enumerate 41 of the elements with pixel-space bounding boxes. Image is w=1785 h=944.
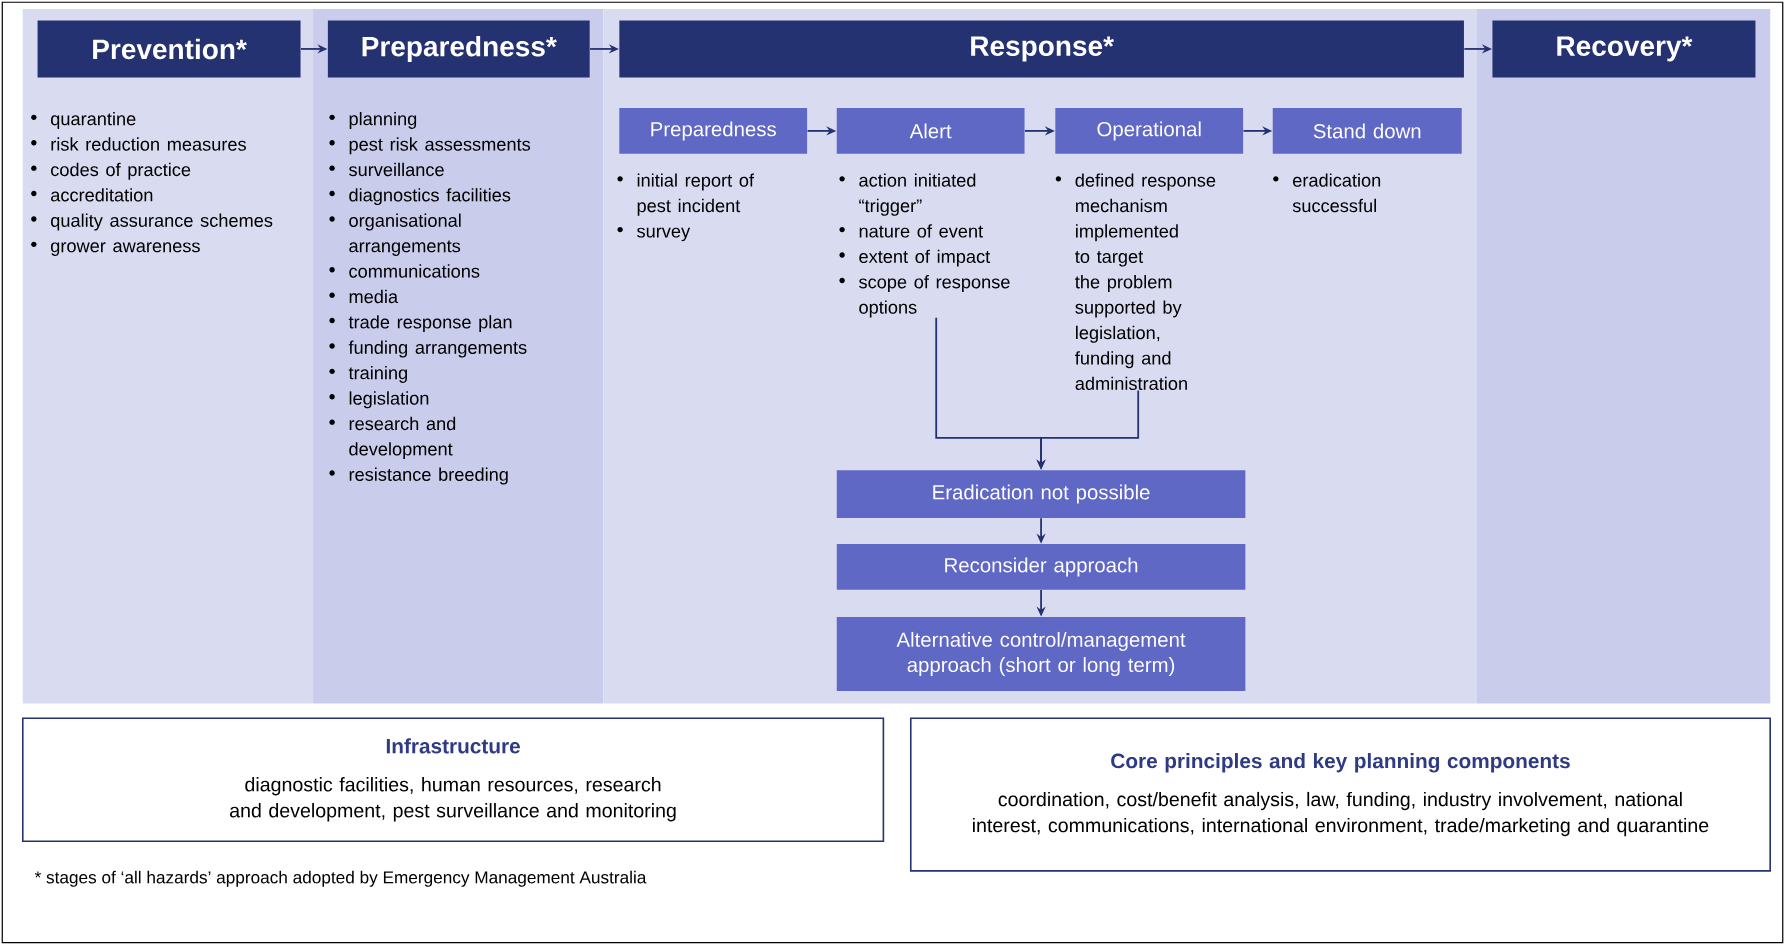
node-label: funding arrangements	[348, 340, 527, 358]
process-box: Reconsider approach	[836, 544, 1246, 590]
node-label: extent of impact	[859, 249, 991, 267]
node-label: scope of response options	[859, 275, 1010, 318]
node-label: quality assurance schemes	[51, 213, 273, 231]
stage-header: Preparedness*	[327, 20, 590, 78]
node-label: accreditation	[51, 188, 153, 202]
bullet-list: defined response mechanism implemented to target the problem supported by legislation, funding and administration	[1055, 173, 1216, 391]
process-box: Alternative control/management approach (short or long term)	[836, 617, 1246, 692]
stage-header: Prevention*	[37, 20, 301, 78]
phase-box: Operational	[1055, 108, 1244, 154]
stage-header: Response*	[619, 20, 1464, 78]
bullet-list: action initiated “trigger” nature of event extent of impact scope of response options	[839, 173, 1010, 318]
node-label: pest risk assessments	[349, 137, 531, 155]
bullet-list: eradication successful	[1273, 173, 1381, 213]
node-label: trade response plan	[348, 315, 512, 333]
node-label: risk reduction measures	[51, 137, 246, 151]
node-label: media	[349, 289, 399, 304]
process-box: Eradication not possible	[836, 470, 1246, 519]
node-label: surveillance	[349, 162, 444, 177]
phase-box: Stand down	[1272, 108, 1462, 154]
bullet-list: planning pest risk assessments surveillance diagnostics facilities organisational arrangements communications media trade response plan funding arrangements training legislation research and development resistance breeding	[329, 112, 531, 485]
node-label: grower awareness	[51, 242, 200, 257]
info-box: Core principles and key planning components coordination, cost/benefit analysis, law, funding, industry involvement, national interest, communications, international environment, trade/marketing and quarantine	[909, 717, 1771, 872]
bullet-list: quarantine risk reduction measures codes of practice accreditation quality assurance schemes grower awareness	[31, 112, 273, 257]
phase-box: Alert	[836, 108, 1025, 154]
node-label: nature of event	[859, 224, 983, 238]
footnote: * stages of ‘all hazards’ approach adopted by Emergency Management Australia	[34, 871, 647, 887]
node-label: training	[348, 366, 408, 384]
stage-header: Recovery*	[1492, 20, 1756, 78]
info-box: Infrastructure diagnostic facilities, human resources, research and development, pest surveillance and monitoring	[22, 717, 885, 843]
node-label: legislation	[349, 391, 429, 409]
bullet-list: initial report of pest incident survey	[617, 173, 755, 242]
node-label: quarantine	[51, 112, 136, 130]
node-label: planning	[349, 112, 417, 130]
node-label: communications	[349, 264, 480, 278]
node-label: diagnostics facilities	[349, 188, 511, 206]
node-label: action initiated “trigger”	[859, 173, 976, 216]
phase-box: Preparedness	[619, 108, 808, 154]
node-label: resistance breeding	[349, 467, 508, 485]
node-label: codes of practice	[51, 162, 191, 180]
